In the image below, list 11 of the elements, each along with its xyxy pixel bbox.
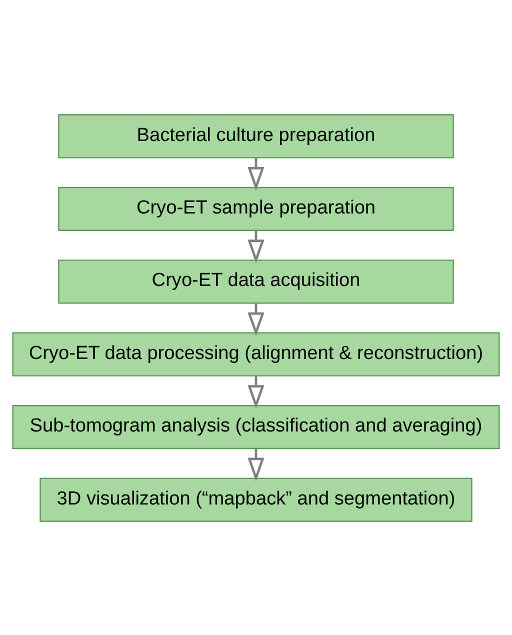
node-box: Sub-tomogram analysis (classification and averaging)	[12, 404, 500, 449]
node-box: Cryo-ET sample preparation	[58, 186, 454, 230]
node-box: Cryo-ET data acquisition	[58, 259, 454, 304]
arrow	[248, 230, 264, 264]
node-box: Bacterial culture preparation	[58, 114, 454, 158]
arrow	[248, 448, 264, 482]
arrow	[248, 302, 264, 336]
arrow	[248, 375, 264, 408]
arrow	[248, 157, 264, 190]
node-box: Cryo-ET data processing (alignment & reconstruction)	[12, 332, 500, 376]
node-box: 3D visualization (“mapback” and segmentation)	[40, 477, 472, 522]
